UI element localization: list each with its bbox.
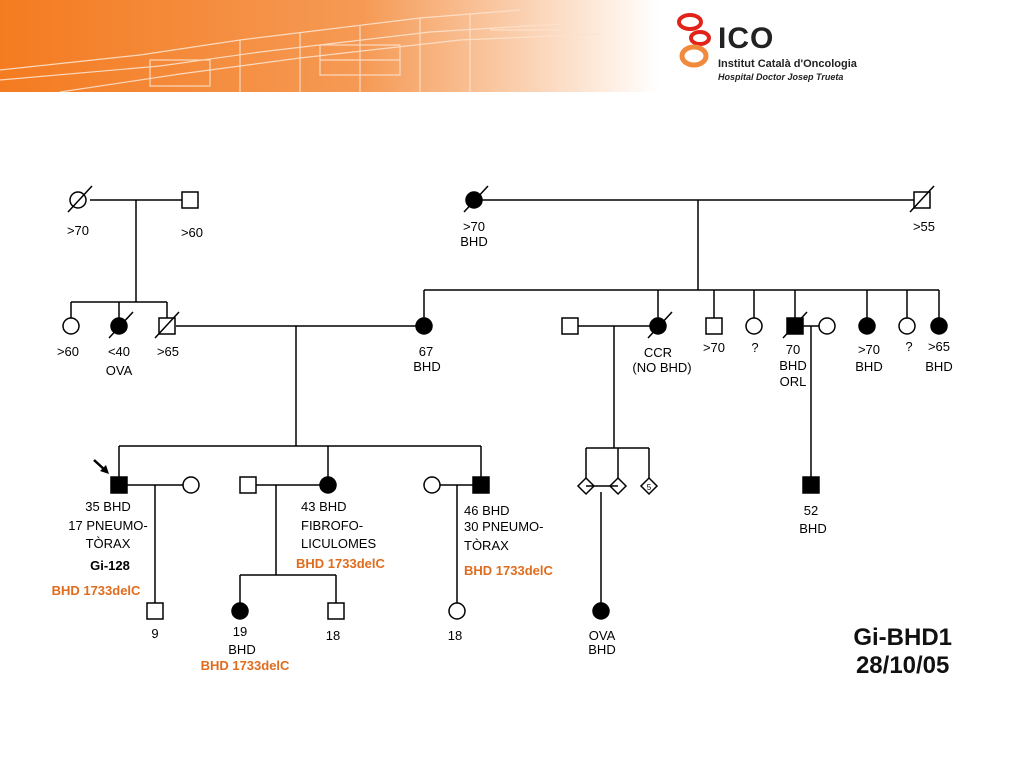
label-status: OVA bbox=[589, 628, 616, 643]
label-status: BHD bbox=[855, 359, 882, 374]
proband-arrow-icon bbox=[93, 459, 109, 474]
female-spouse bbox=[423, 476, 441, 494]
male-spouse bbox=[239, 476, 257, 494]
label-status: LICULOMES bbox=[301, 536, 376, 551]
female-spouse bbox=[818, 317, 836, 335]
label-age: ? bbox=[751, 340, 758, 355]
label-age: 19 bbox=[233, 624, 247, 639]
proband-male-affected bbox=[110, 476, 128, 494]
cousins-count: 5 bbox=[647, 483, 652, 492]
male bbox=[705, 317, 723, 335]
label-status: BHD bbox=[228, 642, 255, 657]
label-status: (NO BHD) bbox=[632, 360, 691, 375]
label-age: 35 BHD bbox=[85, 499, 131, 514]
label-status: BHD bbox=[779, 358, 806, 373]
label-status: FIBROFO- bbox=[301, 518, 363, 533]
label-status: 30 PNEUMO- bbox=[464, 519, 543, 534]
label-age: >60 bbox=[57, 344, 79, 359]
logo-subtitle: Institut Català d'Oncologia bbox=[718, 58, 857, 70]
label-age: >70 bbox=[67, 223, 89, 238]
logo-hospital: Hospital Doctor Josep Trueta bbox=[718, 72, 844, 82]
label-age: 52 bbox=[804, 503, 818, 518]
label-status: TÒRAX bbox=[86, 536, 131, 551]
label-status: 17 PNEUMO- bbox=[68, 518, 147, 533]
label-age: >55 bbox=[913, 219, 935, 234]
label-status: BHD bbox=[460, 234, 487, 249]
female-affected bbox=[858, 317, 876, 335]
mutation-label: BHD 1733delC bbox=[52, 583, 141, 598]
label-age: 9 bbox=[151, 626, 158, 641]
ico-logo-mark-icon bbox=[677, 13, 711, 68]
sex-unknown-diamond-multiple bbox=[639, 476, 659, 496]
header-banner bbox=[0, 0, 660, 92]
logo-title: ICO bbox=[718, 22, 775, 55]
male-affected-brother bbox=[472, 476, 490, 494]
family-date: 28/10/05 bbox=[855, 652, 950, 679]
male bbox=[181, 191, 199, 209]
label-age: ? bbox=[905, 339, 912, 354]
label-age: <40 bbox=[108, 344, 130, 359]
label-status: BHD bbox=[799, 521, 826, 536]
label-status: BHD bbox=[925, 359, 952, 374]
mutation-label: BHD 1733delC bbox=[296, 556, 385, 571]
building-banner-image bbox=[0, 0, 660, 92]
label-age: 67 bbox=[419, 344, 433, 359]
label-age: 18 bbox=[326, 628, 340, 643]
label-status: ORL bbox=[780, 374, 807, 389]
label-status: TÒRAX bbox=[464, 538, 509, 553]
female bbox=[448, 602, 466, 620]
female-affected-mother bbox=[415, 317, 433, 335]
male-affected-cousin bbox=[802, 476, 820, 494]
label-age: 43 BHD bbox=[301, 499, 347, 514]
female-affected-sister bbox=[319, 476, 337, 494]
label-age: >60 bbox=[181, 225, 203, 240]
male bbox=[146, 602, 164, 620]
label-status: BHD bbox=[413, 359, 440, 374]
label-status: OVA bbox=[106, 363, 133, 378]
label-age: >65 bbox=[928, 339, 950, 354]
mutation-label: BHD 1733delC bbox=[201, 658, 290, 673]
label-age: >70 bbox=[463, 219, 485, 234]
female bbox=[745, 317, 763, 335]
female-affected bbox=[231, 602, 249, 620]
female-spouse bbox=[182, 476, 200, 494]
ico-logo: ICO Institut Català d'Oncologia Hospital… bbox=[672, 8, 892, 88]
family-identifier: Gi-BHD1 28/10/05 bbox=[853, 624, 952, 680]
label-age: 46 BHD bbox=[464, 503, 510, 518]
female bbox=[898, 317, 916, 335]
male bbox=[561, 317, 579, 335]
mutation-label: BHD 1733delC bbox=[464, 563, 553, 578]
proband-id: Gi-128 bbox=[90, 558, 130, 573]
female-affected bbox=[592, 602, 610, 620]
label-status: CCR bbox=[644, 345, 672, 360]
label-age: >70 bbox=[858, 342, 880, 357]
family-id: Gi-BHD1 bbox=[853, 624, 952, 651]
male bbox=[327, 602, 345, 620]
label-status: BHD bbox=[588, 642, 615, 657]
label-age: >65 bbox=[157, 344, 179, 359]
label-age: 70 bbox=[786, 342, 800, 357]
female bbox=[62, 317, 80, 335]
female-affected bbox=[930, 317, 948, 335]
label-age: >70 bbox=[703, 340, 725, 355]
label-age: 18 bbox=[448, 628, 462, 643]
